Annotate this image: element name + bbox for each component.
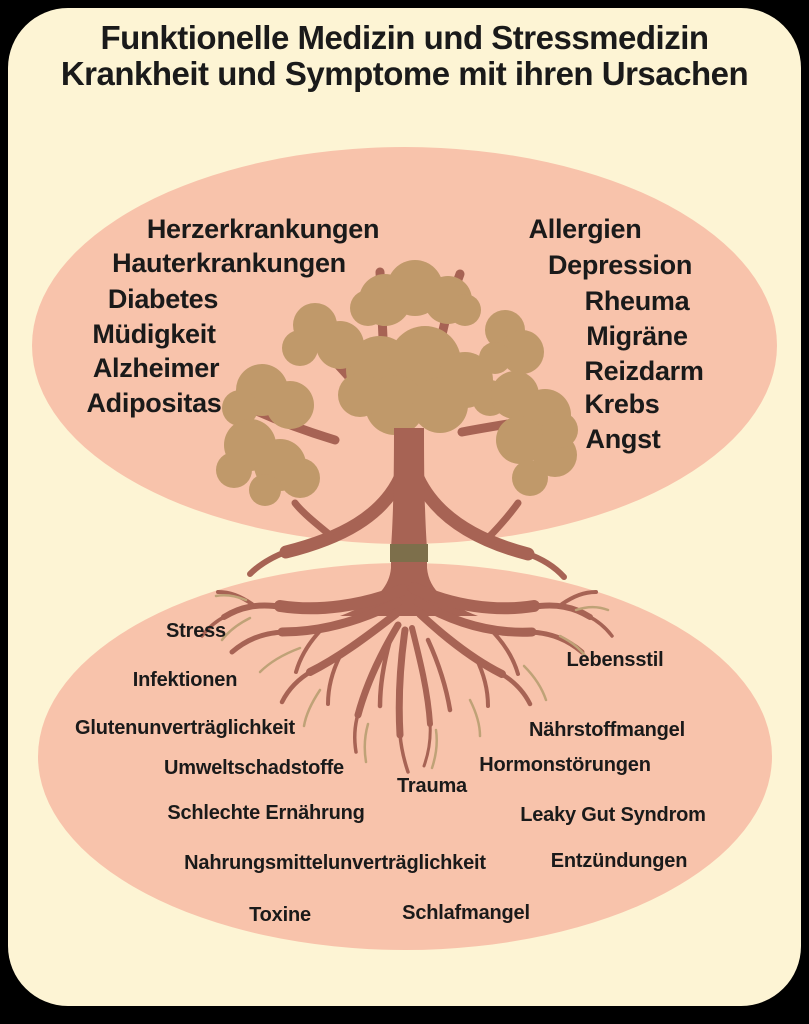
title-line-2: Krankheit und Symptome mit ihren Ursache… xyxy=(60,55,749,92)
cause-entzuendungen: Entzündungen xyxy=(550,850,688,872)
disease-rheuma: Rheuma xyxy=(584,286,690,316)
disease-alzheimer: Alzheimer xyxy=(92,353,220,383)
cause-lebensstil: Lebensstil xyxy=(566,649,664,671)
cause-schlechte-ernaehrung: Schlechte Ernährung xyxy=(167,802,365,824)
root-accent-lines xyxy=(214,593,610,770)
tree-roots xyxy=(200,582,614,774)
tree-foliage xyxy=(216,260,578,506)
disease-hauterkrankungen: Hauterkrankungen xyxy=(112,248,346,278)
cause-toxine: Toxine xyxy=(249,904,311,926)
disease-krebs: Krebs xyxy=(584,389,660,419)
disease-migraene: Migräne xyxy=(586,321,688,351)
trunk-band xyxy=(390,544,428,562)
cause-umweltschadstoffe: Umweltschadstoffe xyxy=(164,757,344,779)
cause-hormonstoerungen: Hormonstörungen xyxy=(479,754,651,776)
tree-branches xyxy=(247,471,567,580)
disease-muedigkeit: Müdigkeit xyxy=(92,319,216,349)
cause-infektionen: Infektionen xyxy=(132,669,238,691)
disease-angst: Angst xyxy=(585,424,661,454)
poster-title: Funktionelle Medizin und Stressmedizin K… xyxy=(0,20,809,92)
disease-adipositas: Adipositas xyxy=(86,388,222,418)
cause-nahrungsmittelunvertraeglichkeit: Nahrungsmittelunverträglichkeit xyxy=(184,852,486,874)
disease-allergien: Allergien xyxy=(528,214,642,244)
cause-stress: Stress xyxy=(166,620,226,642)
title-line-1: Funktionelle Medizin und Stressmedizin xyxy=(100,19,709,56)
cause-leaky-gut-syndrom: Leaky Gut Syndrom xyxy=(520,804,706,826)
cause-schlafmangel: Schlafmangel xyxy=(402,902,530,924)
disease-depression: Depression xyxy=(547,250,693,280)
disease-diabetes: Diabetes xyxy=(107,284,219,314)
cause-trauma: Trauma xyxy=(397,775,467,797)
cause-naehrstoffmangel: Nährstoffmangel xyxy=(529,719,685,741)
disease-herzerkrankungen: Herzerkrankungen xyxy=(146,214,380,244)
tree-trunk xyxy=(340,428,478,616)
disease-reizdarm: Reizdarm xyxy=(584,356,704,386)
cause-glutenunvertraeglichkeit: Glutenunverträglichkeit xyxy=(75,717,295,739)
